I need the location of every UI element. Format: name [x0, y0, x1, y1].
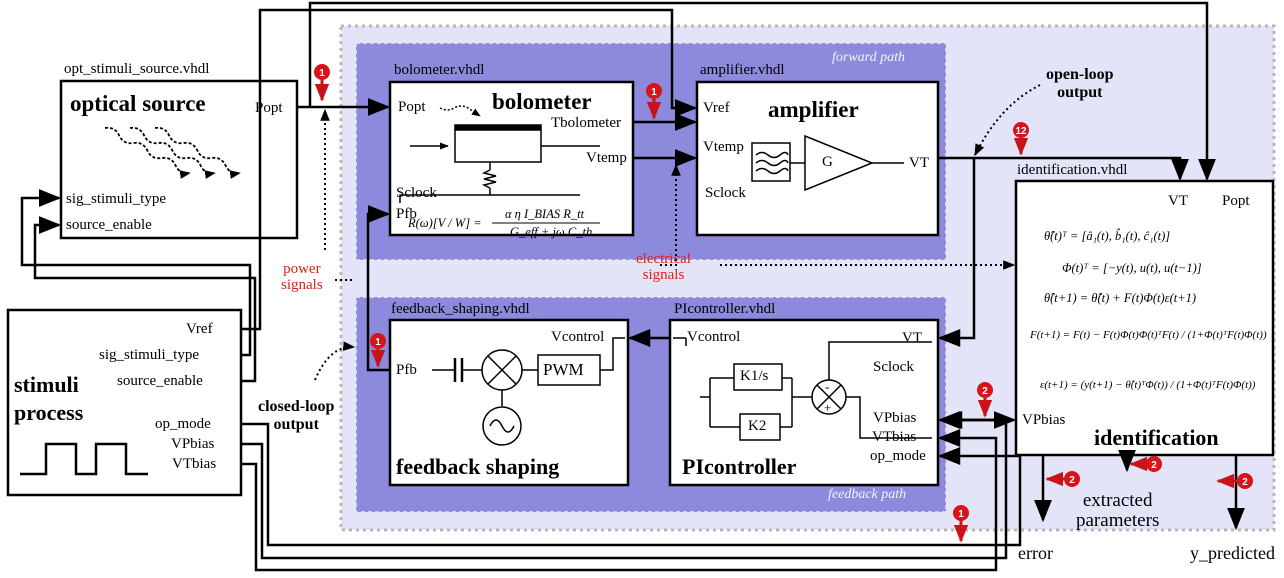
marker-num: 1	[375, 337, 381, 348]
optical-port-enable: source_enable	[66, 217, 152, 233]
bolometer-port-popt: Popt	[398, 99, 426, 115]
marker-num: 12	[1015, 126, 1027, 137]
marker-num: 1	[651, 87, 657, 98]
pi-port-vtbias: VTbias	[872, 429, 917, 445]
bolometer-port-vtemp: Vtemp	[586, 150, 627, 166]
marker-2a	[977, 382, 993, 418]
marker-1d	[953, 505, 969, 543]
identification-port-popt: Popt	[1222, 193, 1250, 209]
pi-k1: K1/s	[740, 368, 769, 384]
marker-2b	[1045, 471, 1080, 487]
feedback-file: feedback_shaping.vhdl	[391, 301, 530, 317]
forward-path-label: forward path	[832, 50, 905, 65]
electrical-signals-label: electrical signals	[636, 251, 691, 283]
pi-port-vcontrol: Vcontrol	[687, 329, 741, 345]
marker-num: 1	[319, 68, 325, 79]
marker-num: 2	[1069, 475, 1075, 486]
identification-title: identification	[1094, 425, 1219, 450]
stimuli-port-sig: sig_stimuli_type	[99, 347, 200, 363]
pi-minus: -	[825, 379, 830, 394]
amplifier-port-vref: Vref	[703, 100, 730, 116]
amplifier-title: amplifier	[768, 97, 859, 122]
marker-2d	[1216, 473, 1253, 489]
identification-eq2: Φ(t)ᵀ = [−y(t), u(t), u(t−1)]	[1062, 261, 1202, 275]
marker-num: 2	[1151, 460, 1157, 471]
marker-numbers: 1 1 12 1 2 1 2 2 2	[319, 68, 1248, 520]
pi-internals	[673, 337, 932, 441]
stimuli-port-vref: Vref	[186, 321, 213, 337]
bolometer-title: bolometer	[492, 89, 592, 114]
pi-port-vpbias: VPbias	[873, 410, 917, 426]
stimuli-port-vpbias: VPbias	[171, 436, 215, 452]
stimuli-port-opmode: op_mode	[155, 416, 211, 432]
identification-port-vpbias: VPbias	[1022, 412, 1066, 428]
power-signals-label: power signals	[281, 261, 323, 293]
bolometer-port-pfb: Pfb	[396, 206, 417, 222]
amplifier-port-vt: VT	[909, 155, 929, 171]
pi-port-opmode: op_mode	[870, 448, 926, 464]
picontroller-file: PIcontroller.vhdl	[674, 301, 776, 317]
output-error: error	[1018, 543, 1053, 563]
optical-source-title: optical source	[70, 91, 206, 116]
identification-eq4: F(t+1) = F(t) − F(t)Φ(t)Φ(t)ᵀF(t) / (1+Φ…	[1030, 329, 1267, 341]
pi-port-sclock: Sclock	[873, 359, 914, 375]
feedback-port-vcontrol: Vcontrol	[551, 329, 605, 345]
marker-1a	[314, 64, 330, 102]
responsivity-den: G_eff + jω C_th	[510, 225, 593, 239]
picontroller-block	[668, 318, 940, 487]
amplifier-internals	[751, 134, 904, 192]
responsivity-num: α η I_BIAS R_tt	[505, 207, 585, 221]
amplifier-port-sclock: Sclock	[705, 185, 746, 201]
marker-1c	[370, 333, 386, 368]
amplifier-file: amplifier.vhdl	[700, 62, 785, 78]
marker-2c	[1129, 456, 1162, 472]
optical-port-popt: Popt	[255, 100, 283, 116]
feedback-title: feedback shaping	[396, 454, 560, 479]
light-waves-icon	[104, 126, 241, 179]
identification-port-vt: VT	[1168, 193, 1188, 209]
identification-eq3: θ̂(t+1) = θ̂(t) + F(t)Φ(t)ε(t+1)	[1044, 291, 1197, 305]
identification-file: identification.vhdl	[1017, 162, 1128, 178]
feedback-shaping-block	[388, 318, 630, 487]
red-markers	[314, 64, 1253, 543]
output-extracted: extracted parameters	[1076, 490, 1160, 531]
stimuli-port-vtbias: VTbias	[172, 456, 217, 472]
identification-eq1: θ̂(t)ᵀ = [â₁(t), b̂₁(t), ĉ₁(t)]	[1044, 229, 1171, 243]
square-wave-icon	[20, 442, 148, 476]
output-y-predicted: y_predicted	[1190, 543, 1275, 563]
identification-eq5: ε(t+1) = (y(t+1) − θ̂(t)ᵀΦ(t)) / (1+Φ(t)…	[1040, 379, 1256, 391]
marker-num: 2	[1242, 477, 1248, 488]
bolometer-element-icon	[399, 105, 600, 224]
signal-wires	[20, 1, 1245, 572]
feedback-path-label: feedback path	[828, 487, 907, 502]
pi-plus: +	[824, 400, 832, 415]
marker-1b	[646, 83, 662, 120]
marker-12	[1013, 122, 1029, 156]
feedback-port-pfb: Pfb	[396, 362, 417, 378]
identification-block	[1014, 179, 1275, 457]
amplifier-port-vtemp: Vtemp	[703, 139, 744, 155]
annotation-arrows	[314, 84, 1041, 381]
stimuli-title-2: process	[14, 400, 84, 425]
pwm-label: PWM	[543, 360, 584, 379]
bolometer-file: bolometer.vhdl	[394, 62, 485, 78]
open-loop-label: open-loop output	[1046, 66, 1114, 101]
bolometer-port-sclock: Sclock	[396, 185, 437, 201]
pi-k2: K2	[748, 418, 767, 434]
optical-source-file: opt_stimuli_source.vhdl	[64, 61, 210, 77]
optical-port-sig: sig_stimuli_type	[66, 191, 167, 207]
marker-num: 1	[958, 509, 964, 520]
feedback-internals	[432, 337, 625, 446]
stimuli-title-1: stimuli	[14, 372, 79, 397]
amplifier-gain: G	[822, 154, 833, 170]
optical-source-block	[59, 79, 299, 240]
stimuli-port-enable: source_enable	[117, 373, 203, 389]
closed-loop-label: closed-loop output	[258, 398, 335, 433]
bolometer-port-tbol: Tbolometer	[551, 115, 621, 131]
marker-num: 2	[982, 386, 988, 397]
responsivity-lhs: R(ω)[V / W] =	[408, 216, 482, 230]
picontroller-title: PIcontroller	[682, 454, 797, 479]
pi-port-vt: VT	[902, 330, 922, 346]
